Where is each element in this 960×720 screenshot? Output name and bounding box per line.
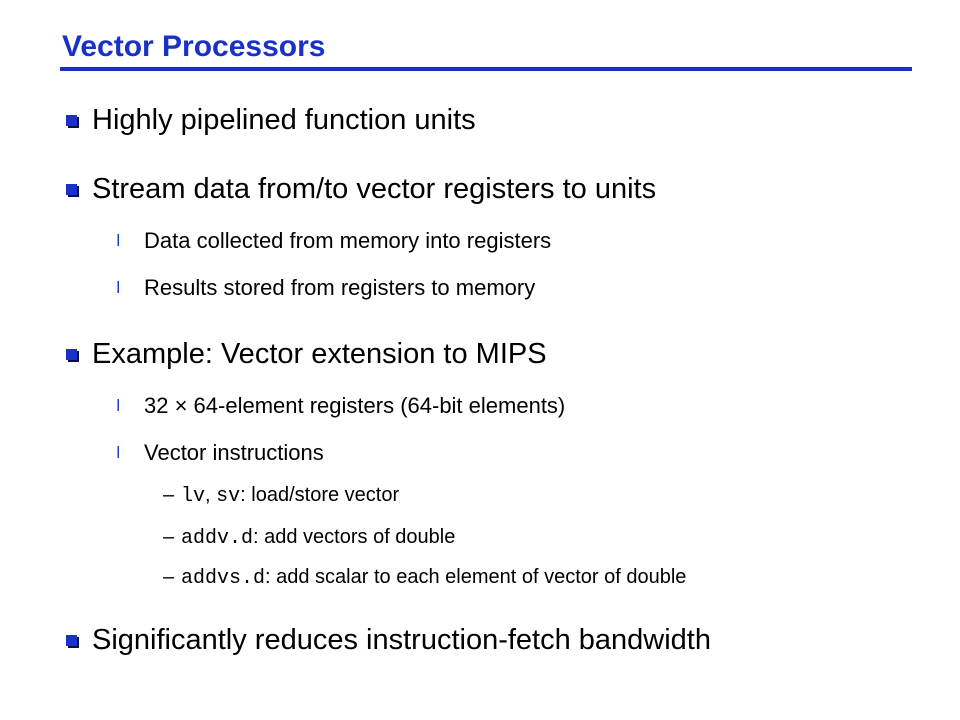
sub-sub-text: addvs.d: add scalar to each element of v… xyxy=(181,567,686,589)
square-bullet-icon xyxy=(66,184,77,195)
description: : load/store vector xyxy=(240,484,400,506)
bullet-text: Stream data from/to vector registers to … xyxy=(92,173,657,205)
dash-bullet: – xyxy=(163,566,175,588)
bullet-text: Example: Vector extension to MIPS xyxy=(92,338,547,370)
sub-bullet-text: Data collected from memory into register… xyxy=(144,228,552,253)
dash-bullet: – xyxy=(163,484,175,506)
dash-bullet: – xyxy=(163,526,175,548)
l-bullet-icon: l xyxy=(116,278,121,297)
sub-sub-text: addv.d: add vectors of double xyxy=(181,527,455,549)
description: : add scalar to each element of vector o… xyxy=(265,566,687,588)
code-lv: lv xyxy=(181,485,206,508)
l-bullet-icon: l xyxy=(116,396,121,415)
separator: , xyxy=(205,484,217,506)
code-sv: sv xyxy=(216,485,241,508)
description: : add vectors of double xyxy=(253,526,456,548)
code-addv-d: addv.d xyxy=(181,527,254,550)
sub-bullet-text: Results stored from registers to memory xyxy=(144,275,536,300)
l-bullet-icon: l xyxy=(116,443,121,462)
code-addvs-d: addvs.d xyxy=(181,567,266,590)
square-bullet-icon xyxy=(66,349,77,360)
sub-sub-text: lv, sv: load/store vector xyxy=(181,485,399,507)
sub-bullet-text: Vector instructions xyxy=(144,440,324,465)
slide-title: Vector Processors xyxy=(62,30,326,63)
sub-bullet-text: 32 × 64-element registers (64-bit elemen… xyxy=(144,393,566,418)
bullet-text: Significantly reduces instruction-fetch … xyxy=(92,624,711,656)
square-bullet-icon xyxy=(66,635,77,646)
square-bullet-icon xyxy=(66,115,77,126)
bullet-text: Highly pipelined function units xyxy=(92,104,476,136)
l-bullet-icon: l xyxy=(116,231,121,250)
title-underline xyxy=(60,67,912,71)
